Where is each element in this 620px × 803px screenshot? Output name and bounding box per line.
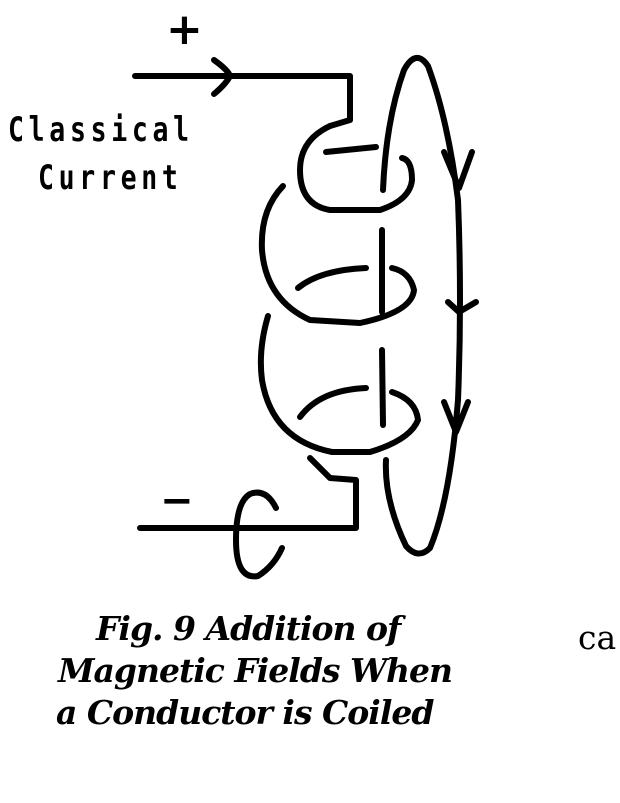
caption-line1: Fig. 9 Addition of <box>96 609 401 648</box>
input-wire <box>132 73 353 129</box>
coil-loop-bottom <box>257 313 421 455</box>
figure-caption: Fig. 9 Addition of Magnetic Fields When … <box>52 608 532 734</box>
positive-terminal-label: + <box>166 4 203 55</box>
coil-loop-middle <box>258 183 417 326</box>
coil-loop-bottom-back <box>297 385 369 420</box>
cutoff-text: ca <box>578 618 617 657</box>
coil-loop-top <box>297 123 415 213</box>
output-field-loop <box>233 489 285 580</box>
negative-terminal-label: − <box>160 478 194 524</box>
field-loop <box>380 55 463 557</box>
current-label-line1: Classical <box>8 110 194 150</box>
field-arrow-icon <box>441 149 475 191</box>
caption-line2: Magnetic Fields When <box>58 651 453 690</box>
coil-loop-top-back <box>323 144 379 155</box>
field-arrow-icon <box>445 299 479 315</box>
field-arrow-icon <box>441 399 471 435</box>
coil-loop-middle-back <box>295 265 369 291</box>
coil-core-segment <box>379 347 386 428</box>
caption-line3: a Conductor is Coiled <box>56 693 434 732</box>
current-label-line2: Current <box>38 158 183 198</box>
current-arrow-icon <box>211 57 233 97</box>
output-wire <box>137 455 359 531</box>
